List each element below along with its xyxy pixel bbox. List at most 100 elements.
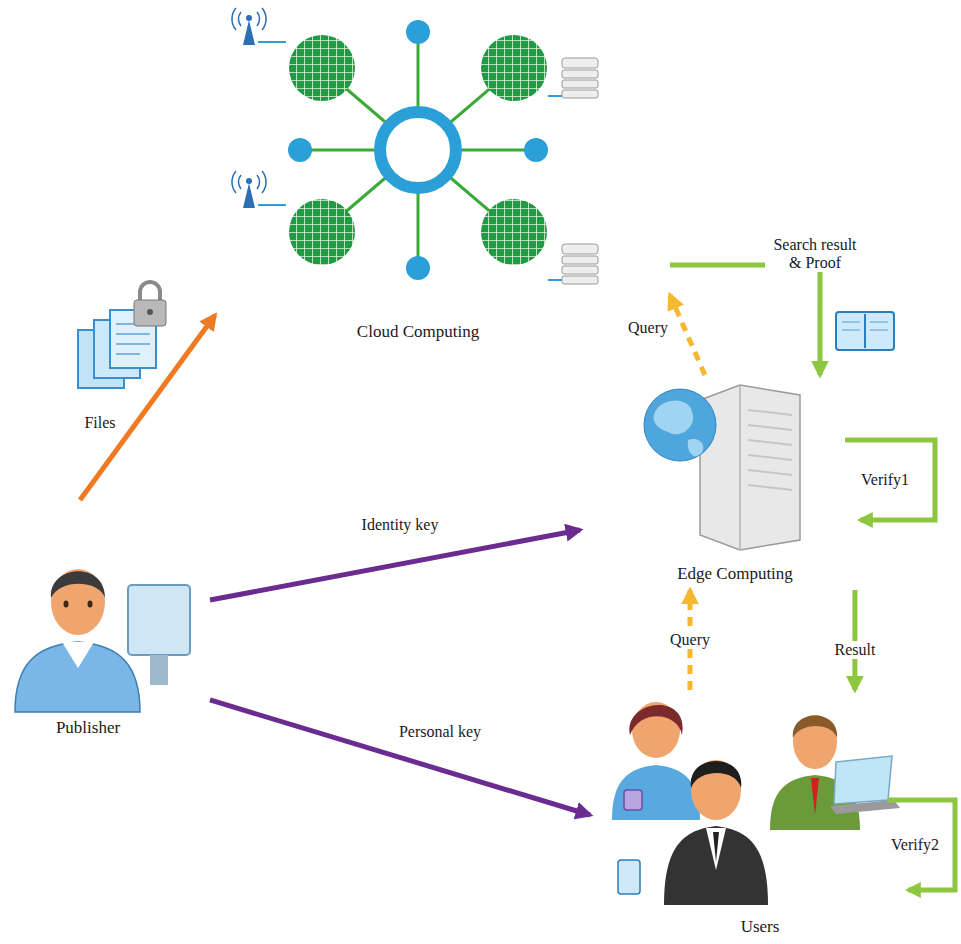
edge-label: Query	[667, 631, 713, 649]
device-links	[258, 42, 562, 280]
files-icon	[147, 309, 153, 315]
device-links	[548, 95, 562, 97]
network-dots	[288, 138, 312, 162]
users-figure	[691, 761, 742, 788]
users-figure	[706, 828, 726, 870]
network-dots	[406, 20, 430, 44]
node-caption: Users	[741, 917, 780, 937]
globe-icons	[289, 35, 547, 265]
users-figure	[612, 765, 700, 820]
node-caption: Edge Computing	[677, 564, 793, 584]
network-dots	[406, 256, 430, 280]
globe-icons	[481, 35, 547, 101]
publisher-figure	[51, 571, 105, 598]
publisher-figure	[64, 601, 69, 608]
server-icon	[562, 276, 598, 284]
edge-label: Files	[81, 414, 118, 432]
edge-label: Result	[832, 641, 879, 659]
edge-server-figure	[644, 389, 716, 461]
edge-server-figure	[739, 385, 741, 550]
edge-label: Query	[625, 319, 671, 337]
globe-icons	[481, 199, 547, 265]
antenna-icon	[232, 171, 266, 208]
edge-server-figure	[654, 400, 694, 434]
publisher-figure	[15, 642, 140, 712]
server-icon	[562, 244, 598, 284]
files-icon	[116, 324, 150, 354]
network-dots	[288, 20, 548, 280]
publisher-figure	[62, 642, 94, 668]
users-figure	[618, 860, 640, 894]
device-links	[258, 41, 286, 43]
files-icon	[140, 282, 160, 302]
network-dots	[524, 138, 548, 162]
server-icon	[562, 90, 598, 98]
cloud-network	[232, 8, 598, 284]
users-figure	[713, 832, 719, 862]
users-node: Users	[590, 690, 930, 940]
users-figure	[834, 756, 892, 804]
antenna-icon	[246, 15, 252, 21]
users-figure	[793, 716, 837, 739]
flow-arrow	[80, 315, 215, 500]
flow-arrow	[670, 295, 705, 375]
users-figure	[793, 715, 837, 769]
publisher-node: Publisher	[10, 500, 210, 740]
antenna-icon	[243, 20, 255, 45]
proof-book-icon	[864, 314, 866, 348]
users-figure	[629, 705, 682, 735]
users-figure	[811, 778, 819, 815]
antenna-icon	[246, 178, 252, 184]
verify-loop	[888, 800, 955, 890]
edge-server-figure	[748, 410, 792, 490]
files-icon	[134, 300, 166, 326]
globe-icons	[289, 199, 355, 265]
antenna-icon	[232, 8, 266, 45]
antenna-icon	[232, 171, 266, 193]
users-figure	[612, 702, 900, 905]
edge-label: Identity key	[359, 516, 442, 534]
server-icon	[562, 70, 598, 78]
verify-label: Verify2	[888, 836, 942, 854]
verify-label: Verify1	[858, 471, 912, 489]
publisher-figure	[15, 569, 190, 712]
server-icon	[562, 256, 598, 264]
files-icon	[78, 282, 166, 388]
edge-computing-node: Edge Computing	[580, 375, 860, 590]
proof-book-icon	[836, 312, 894, 350]
server-icon	[562, 266, 598, 274]
hub-ring	[380, 112, 456, 188]
device-links	[548, 279, 562, 281]
users-figure	[691, 760, 741, 820]
antenna-icon	[232, 8, 266, 30]
proof-book-icon	[842, 322, 888, 330]
publisher-figure	[88, 601, 93, 608]
users-figure	[664, 826, 768, 905]
publisher-figure	[128, 585, 190, 655]
flow-arrow	[670, 265, 820, 375]
server-icon	[562, 58, 598, 68]
server-icon	[562, 58, 598, 98]
edge-server-figure	[700, 385, 800, 550]
antenna-icon	[243, 183, 255, 208]
device-links	[258, 204, 286, 206]
edge-label: Personal key	[396, 723, 484, 741]
publisher-figure	[150, 655, 168, 685]
node-caption: Cloud Computing	[357, 322, 479, 342]
edge-label: Search result & Proof	[765, 236, 866, 273]
proof-book-icon	[836, 312, 894, 350]
publisher-figure	[51, 569, 105, 635]
server-icon	[562, 244, 598, 254]
verify-loop	[845, 440, 935, 520]
edge-server-figure	[644, 385, 800, 550]
edge-server-figure	[644, 389, 716, 461]
server-icon	[562, 80, 598, 88]
flow-arrow	[210, 700, 590, 815]
flow-arrow	[210, 530, 580, 600]
globe-icons	[289, 35, 355, 101]
cloud-computing-node: Cloud Computing	[215, 15, 670, 350]
